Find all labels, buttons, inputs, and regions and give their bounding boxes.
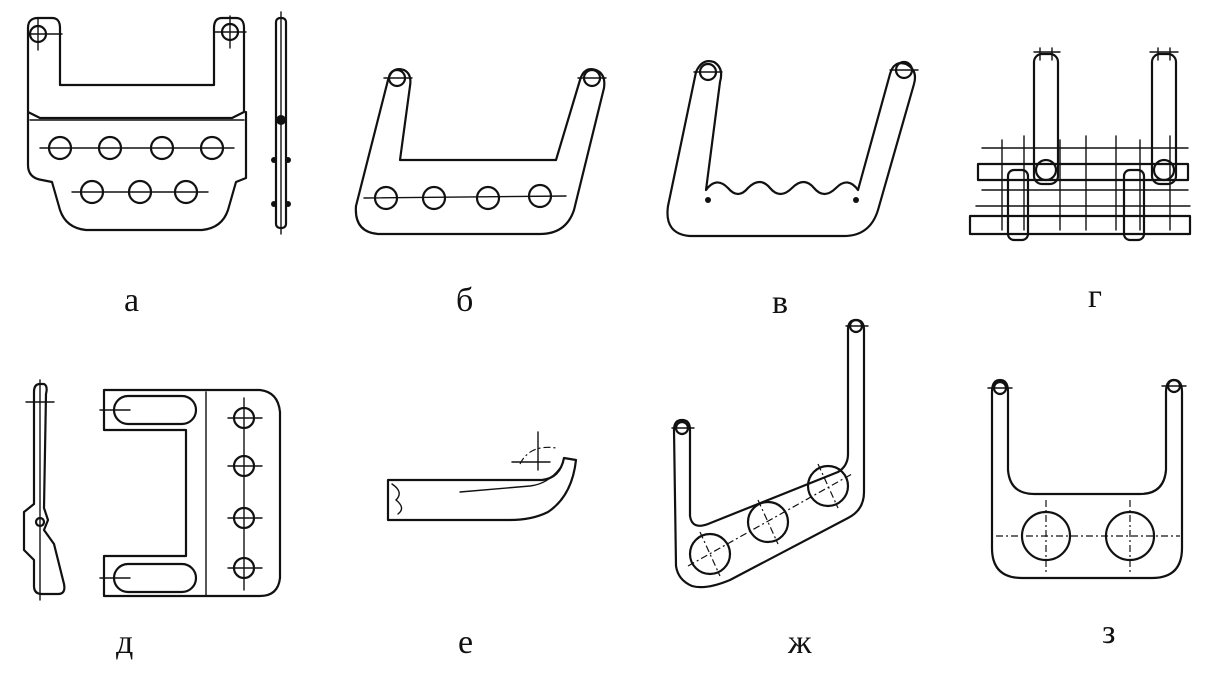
label-a: а (124, 282, 140, 319)
label-v: в (772, 284, 789, 321)
figure-b (354, 68, 607, 236)
figure-v (666, 60, 919, 238)
label-g: г (1088, 278, 1102, 315)
figure-z (987, 378, 1187, 580)
hole-row-lower (71, 179, 209, 205)
label-z: з (1102, 614, 1116, 651)
figure-d (22, 379, 282, 601)
figure-e (386, 431, 578, 522)
figure-g (968, 47, 1192, 242)
label-zh: ж (788, 624, 812, 661)
label-d: д (116, 624, 134, 661)
label-b: б (456, 282, 474, 319)
label-e: е (458, 624, 474, 661)
figure-zh (671, 318, 869, 589)
side-view (271, 11, 291, 235)
figure-a (26, 11, 291, 235)
hole-row-upper (39, 135, 235, 161)
